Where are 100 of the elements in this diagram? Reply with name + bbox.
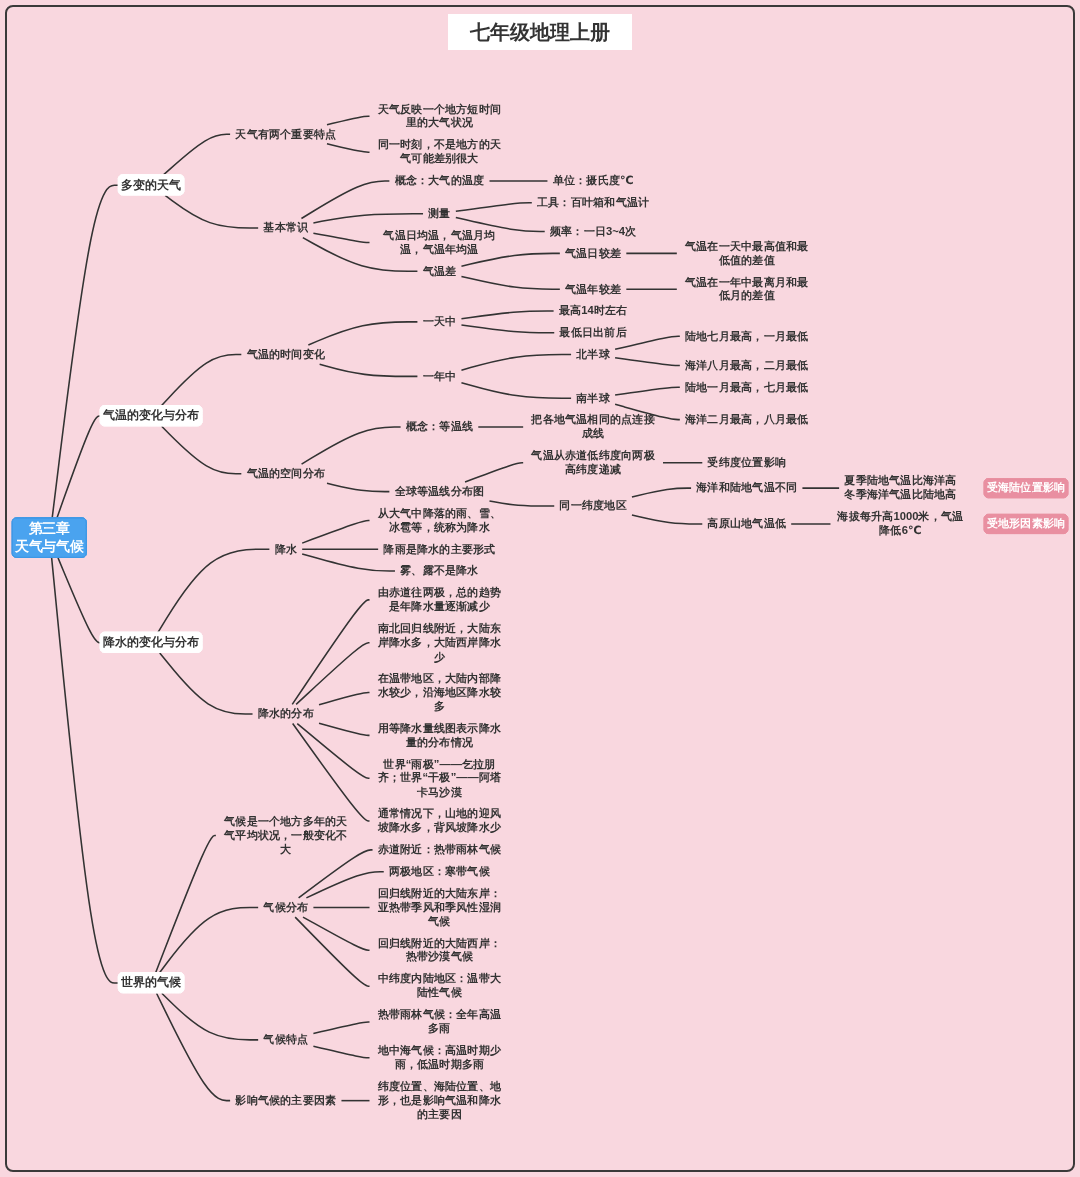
node-text: 赤道附近：热带雨林气候 xyxy=(377,842,502,856)
connector xyxy=(157,548,271,634)
connector xyxy=(318,691,371,706)
node-text: 最高14时左右 xyxy=(558,303,628,317)
connector xyxy=(318,722,371,737)
connector xyxy=(455,202,533,213)
connector xyxy=(488,180,549,182)
node-text: 用等降水量线图表示降水量的分布情况 xyxy=(377,721,502,749)
connector xyxy=(662,462,704,464)
connector xyxy=(614,403,681,421)
node-text: 测量 xyxy=(428,206,451,220)
node-text: 把各地气温相同的点连接成线 xyxy=(531,412,655,440)
node-text: 概念：大气的温度 xyxy=(394,173,485,187)
connector xyxy=(477,426,524,428)
node-text: 气温在一年中最离月和最低月的差值 xyxy=(685,275,809,303)
node-text: 气候特点 xyxy=(263,1032,309,1046)
connector xyxy=(326,143,371,153)
connector xyxy=(312,906,371,909)
node-text: 气温在一天中最高值和最低值的差值 xyxy=(685,239,809,267)
connector xyxy=(614,356,681,367)
connector xyxy=(488,500,555,507)
connector xyxy=(625,288,678,290)
connector xyxy=(301,553,396,572)
connector xyxy=(161,992,259,1041)
node-text: 频率：一日3~4次 xyxy=(549,224,637,238)
connector xyxy=(460,252,561,267)
connector xyxy=(160,425,243,475)
node-text: 气温从赤道低纬度向两极高纬度递减 xyxy=(531,448,655,476)
connector xyxy=(155,992,231,1102)
node-text: 海洋和陆地气温不同 xyxy=(696,481,798,495)
connector xyxy=(631,487,692,498)
node-text: 南北回归线附近，大陆东岸降水多，大陆西岸降水少 xyxy=(377,621,502,663)
node-text: 世界“雨极”——乞拉朋齐；世界“干极”——阿塔卡马沙漠 xyxy=(377,757,502,799)
node-text: 回归线附近的大陆西岸：热带沙漠气候 xyxy=(377,936,502,964)
connector xyxy=(460,310,555,320)
node-text: 海拔每升高1000米，气温降低6℃ xyxy=(837,509,964,537)
node-text: 通常情况下，山地的迎风坡降水多，背风坡降水少 xyxy=(377,807,502,835)
node-text: 一天中 xyxy=(422,314,457,328)
connector xyxy=(801,487,840,489)
node-text: 气温的空间分布 xyxy=(246,466,326,480)
node-text: 概念：等温线 xyxy=(405,419,474,433)
connector xyxy=(312,212,424,224)
node-text: 海洋八月最高，二月最低 xyxy=(685,358,809,372)
connector xyxy=(291,599,371,706)
node-text: 影响气候的主要因素 xyxy=(235,1093,337,1107)
connector xyxy=(625,252,678,255)
connector xyxy=(318,363,419,378)
connector xyxy=(158,906,259,974)
node-text: 同一纬度地区 xyxy=(559,499,627,512)
node-text: 陆地七月最高，一月最低 xyxy=(685,329,809,343)
node-text: 气候分布 xyxy=(263,900,309,914)
connector xyxy=(164,194,259,229)
connector xyxy=(790,523,832,525)
node-text: 高原山地气温低 xyxy=(707,516,787,530)
node-text: 气温年较差 xyxy=(565,282,622,296)
node-text: 热带雨林气候：全年高温多雨 xyxy=(377,1007,502,1035)
connector xyxy=(614,386,681,396)
connector xyxy=(297,849,374,899)
node-text: 夏季陆地气温比海洋高 冬季海洋气温比陆地高 xyxy=(844,474,957,502)
connector xyxy=(614,335,681,351)
connector xyxy=(326,115,371,126)
connector xyxy=(312,1021,371,1035)
node-text: 气温日均温，气温月均温，气温年均温 xyxy=(383,228,496,256)
connector xyxy=(154,834,217,974)
node-text: 南半球 xyxy=(576,391,610,405)
connector xyxy=(56,415,102,519)
node-text: 地中海气候：高温时期少雨，低温时期多雨 xyxy=(377,1043,502,1071)
connector xyxy=(301,548,379,551)
node-text: 两极地区：寒带气候 xyxy=(388,864,490,878)
node-text: 海洋二月最高，八月最低 xyxy=(685,412,809,426)
node-text: 最低日出前后 xyxy=(559,325,627,339)
node-text: 纬度位置、海陆位置、地形，也是影响气温和降水的主要因 xyxy=(377,1079,502,1121)
connector xyxy=(460,324,555,334)
connector xyxy=(158,652,254,715)
connector xyxy=(50,557,120,984)
connector xyxy=(326,482,391,493)
connector xyxy=(631,514,704,525)
connector xyxy=(455,216,546,233)
connector xyxy=(295,641,371,706)
node-text: 降雨是降水的主要形式 xyxy=(383,542,496,556)
connector xyxy=(300,426,402,465)
node-text: 回归线附近的大陆东岸：亚热带季风和季风性湿润气候 xyxy=(377,886,502,928)
node-text: 单位：摄氏度℃ xyxy=(552,173,634,187)
node-text: 工具：百叶箱和气温计 xyxy=(536,195,650,209)
node-text: 一年中 xyxy=(422,369,457,383)
node-text: 同一时刻，不是地方的天气可能差别很大 xyxy=(377,138,502,166)
node-text: 气温的时间变化 xyxy=(246,347,326,361)
connector xyxy=(291,722,371,822)
connector xyxy=(460,353,572,371)
node-text: 陆地一月最高，七月最低 xyxy=(685,380,809,394)
connector xyxy=(162,133,231,176)
title-banner: 七年级地理上册 xyxy=(448,14,632,50)
connector xyxy=(302,236,419,273)
node-text: 由赤道往两极，总的趋势是年降水量逐渐减少 xyxy=(377,585,502,613)
node-text: 受纬度位置影响 xyxy=(707,455,787,469)
node-text: 在温带地区，大陆内部降水较少，沿海地区降水较多 xyxy=(377,671,502,713)
node-text: 降水 xyxy=(274,542,297,556)
connector xyxy=(305,870,385,899)
node-text: 气温日较差 xyxy=(565,246,622,260)
node-text: 气温差 xyxy=(422,264,457,278)
